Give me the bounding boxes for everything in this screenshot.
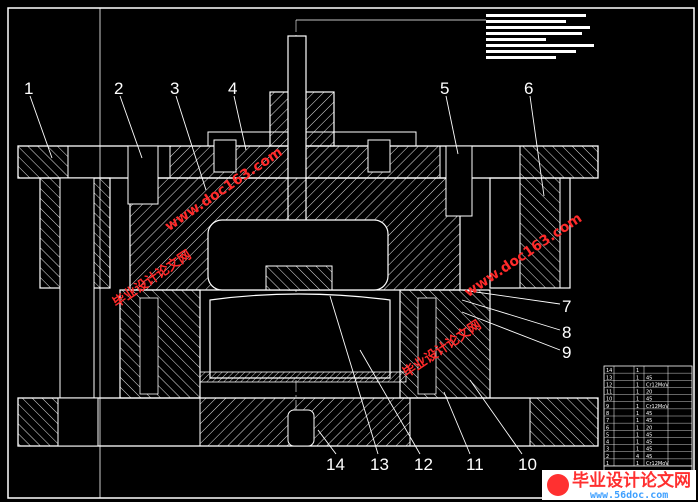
parts-table-qty: 4 bbox=[636, 454, 639, 460]
parts-table-qty: 1 bbox=[636, 418, 639, 424]
lower-die bbox=[119, 289, 491, 399]
part-label-5: 5 bbox=[440, 79, 449, 98]
parts-table-qty: 1 bbox=[636, 432, 639, 438]
logo-url: www.56doc.com bbox=[590, 490, 668, 501]
parts-table-no: 3 bbox=[606, 447, 609, 453]
parts-table-material: Cr12MoV bbox=[646, 404, 669, 410]
technical-notes-block bbox=[486, 14, 594, 59]
part-label-3: 3 bbox=[170, 79, 179, 98]
part-label-14: 14 bbox=[326, 455, 345, 474]
parts-table-no: 10 bbox=[606, 397, 612, 403]
part-label-2: 2 bbox=[114, 79, 123, 98]
logo-icon bbox=[547, 474, 569, 496]
parts-table-material: 45 bbox=[646, 440, 652, 446]
parts-table-qty: 1 bbox=[636, 375, 639, 381]
parts-table-qty: 1 bbox=[636, 447, 639, 453]
part-labels: 1 2 3 4 5 6 7 8 9 10 11 12 13 14 bbox=[24, 79, 571, 474]
part-label-1: 1 bbox=[24, 79, 33, 98]
leader-lines bbox=[29, 95, 561, 455]
parts-table-material: Cr12MoV bbox=[646, 382, 669, 388]
parts-table-no: 8 bbox=[606, 411, 609, 417]
parts-table-no: 11 bbox=[606, 390, 612, 396]
parts-table-qty: 1 bbox=[636, 390, 639, 396]
parts-table-material: 45 bbox=[646, 397, 652, 403]
parts-table-qty: 1 bbox=[636, 397, 639, 403]
parts-table-no: 13 bbox=[606, 375, 612, 381]
site-logo: 毕业设计论文网 www.56doc.com bbox=[542, 470, 696, 501]
parts-table-qty: 1 bbox=[636, 411, 639, 417]
part-label-10: 10 bbox=[518, 455, 537, 474]
parts-table-material: 45 bbox=[646, 411, 652, 417]
part-label-8: 8 bbox=[562, 323, 571, 342]
parts-table-material: 45 bbox=[646, 432, 652, 438]
lower-base-plate bbox=[17, 397, 599, 447]
workpiece bbox=[199, 293, 407, 383]
parts-table-qty: 1 bbox=[636, 461, 639, 467]
drawing-frame bbox=[7, 7, 695, 499]
parts-table-qty: 1 bbox=[636, 404, 639, 410]
parts-table-material: 45 bbox=[646, 447, 652, 453]
right-guide-block bbox=[489, 177, 571, 289]
parts-table-no: 6 bbox=[606, 425, 609, 431]
parts-table-material: 20 bbox=[646, 425, 652, 431]
parts-table-qty: 1 bbox=[636, 368, 639, 374]
parts-table-no: 12 bbox=[606, 382, 612, 388]
part-label-4: 4 bbox=[228, 79, 237, 98]
parts-table-material: 45 bbox=[646, 375, 652, 381]
parts-table-material: Cr12MoV bbox=[646, 461, 669, 467]
part-label-6: 6 bbox=[524, 79, 533, 98]
part-label-11: 11 bbox=[466, 455, 484, 474]
parts-table-no: 5 bbox=[606, 432, 609, 438]
parts-table-qty: 1 bbox=[636, 382, 639, 388]
parts-table-material: 45 bbox=[646, 454, 652, 460]
parts-table-no: 7 bbox=[606, 418, 609, 424]
parts-table-no: 4 bbox=[606, 440, 609, 446]
part-label-7: 7 bbox=[562, 297, 571, 316]
parts-table-material: 20 bbox=[646, 390, 652, 396]
part-label-12: 12 bbox=[414, 455, 433, 474]
parts-table-qty: 1 bbox=[636, 440, 639, 446]
parts-table-material: 45 bbox=[646, 418, 652, 424]
part-label-9: 9 bbox=[562, 343, 571, 362]
upper-die-plate bbox=[17, 145, 599, 179]
parts-table-no: 1 bbox=[606, 461, 609, 467]
punch-holder bbox=[129, 177, 461, 291]
part-label-13: 13 bbox=[370, 455, 389, 474]
parts-table-no: 2 bbox=[606, 454, 609, 460]
left-guide-block bbox=[39, 177, 111, 399]
parts-table-no: 14 bbox=[606, 368, 612, 374]
top-bolts bbox=[127, 139, 473, 217]
parts-table-qty: 1 bbox=[636, 425, 639, 431]
parts-table-no: 9 bbox=[606, 404, 609, 410]
logo-text: 毕业设计论文网 bbox=[572, 470, 691, 491]
